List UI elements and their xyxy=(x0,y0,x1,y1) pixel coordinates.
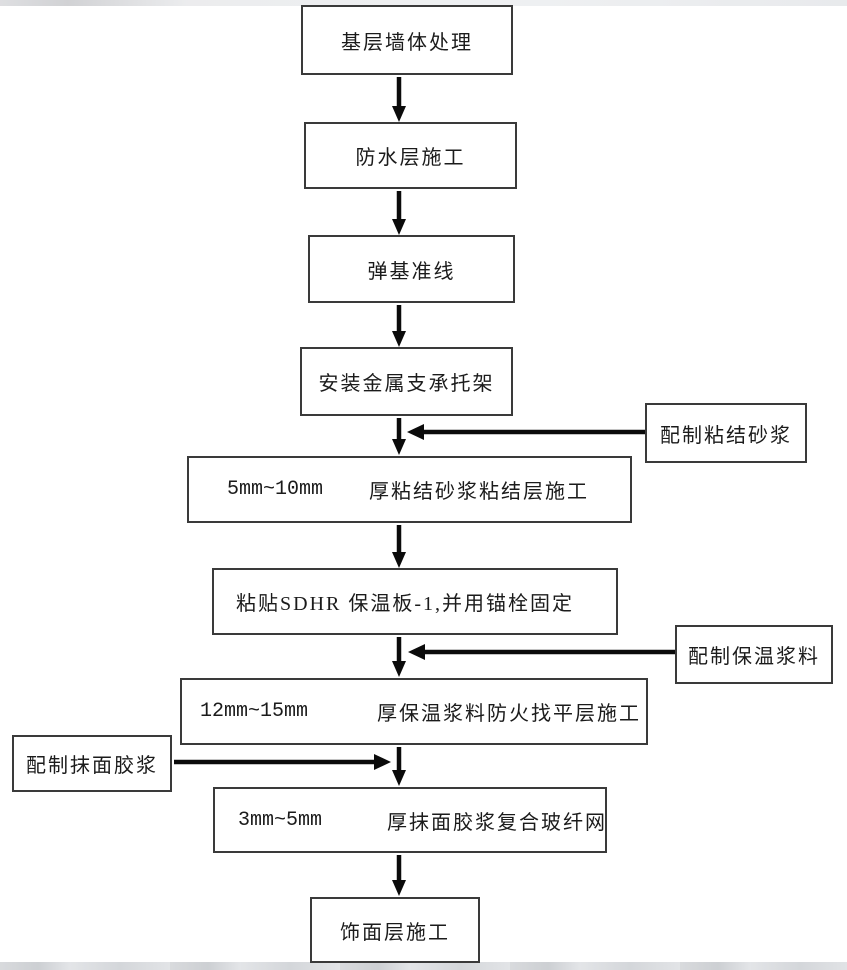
node-label: 安装金属支承托架 xyxy=(318,373,495,395)
scan-edge-top xyxy=(0,0,847,6)
node-waterproof-layer: 防水层施工 xyxy=(304,122,517,189)
arrow-n6-n7 xyxy=(392,637,406,677)
node-label: 弹基准线 xyxy=(367,260,456,283)
arrow-n8-n9 xyxy=(392,855,406,896)
node-label: 配制抹面胶浆 xyxy=(26,755,158,777)
arrow-n4-n5 xyxy=(392,418,406,455)
node-label: 厚粘结砂浆粘结层施工 xyxy=(369,481,589,503)
node-measure: 12mm~15mm xyxy=(200,700,309,723)
arrow-n5-n6 xyxy=(392,525,406,568)
arrow-n7-n8 xyxy=(392,747,406,786)
arrow-n1-n2 xyxy=(392,77,406,122)
node-label: 厚保温浆料防火找平层施工 xyxy=(377,703,641,725)
arrow-s3-to-flow xyxy=(174,754,391,770)
arrow-n3-n4 xyxy=(392,305,406,347)
node-install-metal-bracket: 安装金属支承托架 xyxy=(300,347,513,416)
node-paste-sdhr-board: 粘贴SDHR 保温板-1,并用锚栓固定 xyxy=(212,568,618,635)
arrow-s2-to-flow xyxy=(408,644,675,660)
node-insulation-slurry-leveling: 12mm~15mm 厚保温浆料防火找平层施工 xyxy=(180,678,648,745)
node-finishing-layer: 饰面层施工 xyxy=(310,897,480,963)
arrow-s1-to-flow xyxy=(407,424,645,440)
node-measure: 3mm~5mm xyxy=(238,808,323,832)
node-label: 粘贴SDHR 保温板-1,并用锚栓固定 xyxy=(236,593,575,615)
node-label: 厚抹面胶浆复合玻纤网 xyxy=(387,811,607,834)
arrow-n2-n3 xyxy=(392,191,406,235)
node-label: 配制保温浆料 xyxy=(688,646,820,668)
scan-edge-bottom xyxy=(0,962,847,970)
node-label: 配制粘结砂浆 xyxy=(660,424,792,447)
node-bonding-mortar-layer: 5mm~10mm 厚粘结砂浆粘结层施工 xyxy=(187,456,632,523)
node-label: 饰面层施工 xyxy=(340,921,450,944)
node-snap-datum-line: 弹基准线 xyxy=(308,235,515,303)
node-plaster-fiberglass-mesh: 3mm~5mm 厚抹面胶浆复合玻纤网 xyxy=(213,787,607,853)
side-node-prepare-plastering-mortar: 配制抹面胶浆 xyxy=(12,735,172,792)
node-label: 基层墙体处理 xyxy=(341,31,473,54)
node-label: 防水层施工 xyxy=(355,147,466,169)
node-measure: 5mm~10mm xyxy=(227,478,324,501)
side-node-prepare-insulation-slurry: 配制保温浆料 xyxy=(675,625,833,684)
node-base-wall-treatment: 基层墙体处理 xyxy=(301,5,513,75)
side-node-prepare-bonding-mortar: 配制粘结砂浆 xyxy=(645,403,807,463)
